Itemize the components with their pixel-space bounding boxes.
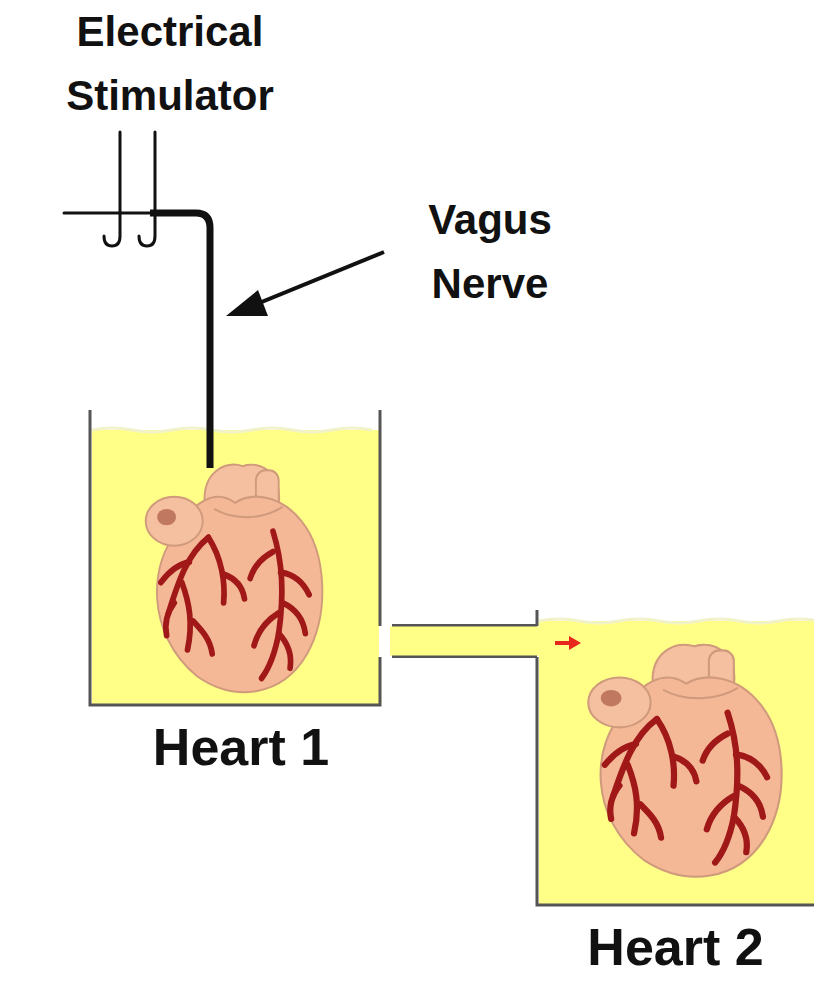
heart-label: Heart 1: [90, 716, 392, 778]
tube-connector: [390, 636, 581, 650]
heart-label: Heart 2: [537, 916, 814, 978]
stimulator-label: Electrical Stimulator: [35, 0, 305, 128]
flow-arrowhead: [569, 636, 581, 650]
tube-liquid: [390, 627, 539, 656]
beaker: Heart 1: [90, 410, 392, 778]
nerve-label: Vagus Nerve: [395, 188, 585, 316]
beaker: Heart 2: [537, 610, 814, 978]
